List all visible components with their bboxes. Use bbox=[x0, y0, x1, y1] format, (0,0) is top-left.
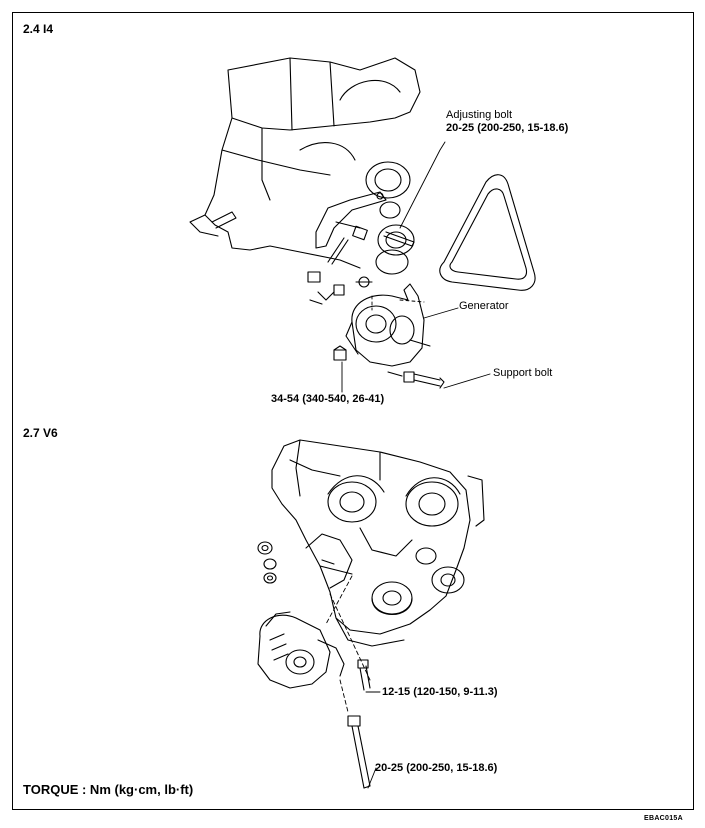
v6-upper-bolt-torque: 12-15 (120-150, 9-11.3) bbox=[382, 686, 498, 698]
v6-timing-covers bbox=[327, 475, 461, 557]
adjusting-bolt-label: Adjusting bolt bbox=[446, 109, 513, 121]
generator-label: Generator bbox=[459, 300, 509, 312]
i4-leader-lines bbox=[341, 141, 491, 393]
v6-lower-bolt-torque: 20-25 (200-250, 15-18.6) bbox=[375, 762, 498, 774]
support-bolt-label: Support bolt bbox=[493, 367, 553, 379]
i4-generator bbox=[345, 283, 431, 367]
v6-pulleys bbox=[371, 547, 465, 616]
v6-generator bbox=[257, 611, 345, 689]
diagram-frame bbox=[12, 12, 694, 810]
section-title-v6: 2.7 V6 bbox=[23, 426, 58, 440]
i4-adjusting-bolt bbox=[352, 225, 415, 247]
v6-washers bbox=[257, 541, 277, 584]
section-title-i4: 2.4 I4 bbox=[23, 22, 54, 36]
i4-drive-belt bbox=[439, 174, 536, 291]
torque-units-note: TORQUE : Nm (kg·cm, lb·ft) bbox=[23, 782, 194, 797]
adjusting-bolt-torque: 20-25 (200-250, 15-18.6) bbox=[446, 122, 569, 134]
i4-support-bolt bbox=[387, 371, 445, 389]
i4-small-bolts bbox=[307, 237, 373, 305]
i4-lower-nut bbox=[333, 345, 347, 361]
i4-lower-torque: 34-54 (340-540, 26-41) bbox=[271, 393, 385, 405]
i4-pulleys bbox=[365, 161, 415, 275]
i4-bracket bbox=[315, 191, 387, 249]
v6-lower-bolt bbox=[347, 715, 371, 789]
v6-bracket bbox=[305, 533, 353, 589]
v6-upper-bolt bbox=[357, 659, 371, 691]
i4-engine-block bbox=[189, 57, 421, 269]
figure-code: EBAC015A bbox=[644, 815, 683, 822]
v6-leader-lines bbox=[325, 575, 381, 789]
v6-engine-block bbox=[271, 439, 485, 647]
